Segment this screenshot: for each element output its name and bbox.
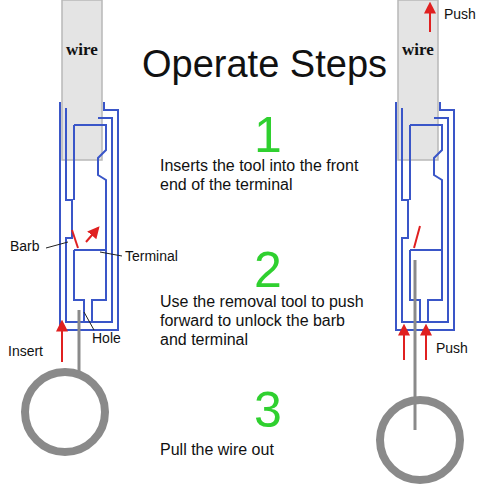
insert-arrow [61,322,63,362]
barb-motion-arrow [86,228,98,242]
part-label: Barb [10,238,40,255]
removal-tool-ring [25,372,105,452]
barb-leader [46,242,68,248]
hole-leader [84,312,94,330]
removal-tool-ring [380,400,460,480]
terminal-leader [100,252,122,256]
step-number: 1 [254,105,282,165]
push-arrow [403,326,405,360]
connector-housing [60,102,118,330]
wire-label: wire [66,40,98,60]
push-arrow [425,326,427,360]
wire-body [62,0,102,160]
push-label: Push [444,6,476,23]
title: Operate Steps [142,42,387,88]
part-label: Hole [92,330,121,347]
wire-body [398,0,438,160]
step-text: Use the removal tool to push forward to … [160,292,370,350]
pull-arrow [429,4,431,32]
push-label: Push [436,340,468,357]
part-label: Terminal [125,248,178,265]
arrow-label: Insert [8,343,43,360]
wire-label: wire [402,40,434,60]
step-text: Pull the wire out [160,440,380,459]
connector-housing [396,102,454,330]
step-number: 2 [254,240,282,300]
step-text: Inserts the tool into the front end of t… [160,156,370,194]
step-number: 3 [254,380,282,440]
barb [72,230,78,248]
barb [414,226,420,248]
removal-tool-pin [78,310,81,372]
